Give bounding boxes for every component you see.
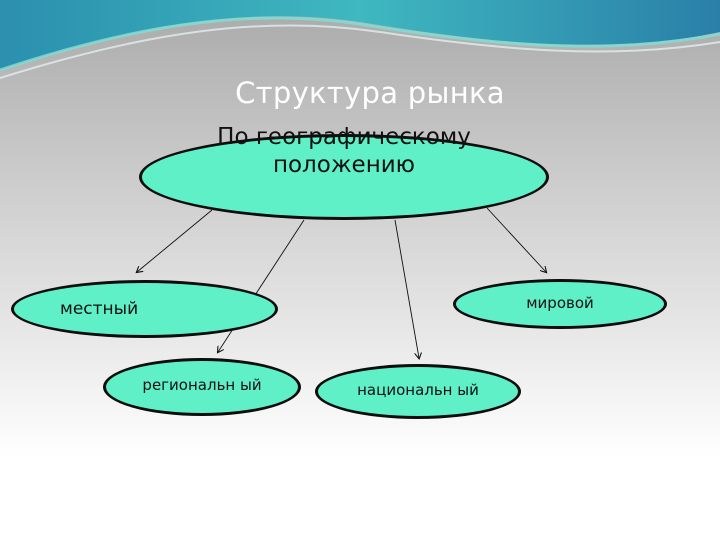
node-regional: региональн ый: [103, 358, 301, 416]
node-local: местный: [11, 280, 278, 338]
arrow-to-local: [137, 209, 213, 272]
node-national: национальн ый: [315, 364, 521, 419]
root-node-geographic-position: По географическому положению: [139, 124, 549, 220]
node-world-label: мировой: [526, 294, 594, 312]
slide-title: Структура рынка: [235, 76, 505, 110]
node-national-label: национальн ый: [357, 380, 479, 399]
node-world: мировой: [453, 279, 667, 329]
arrow-to-world: [486, 207, 546, 272]
node-regional-label: региональн ый: [142, 376, 262, 394]
root-node-label: По географическому положению: [217, 124, 471, 178]
arrow-to-national: [394, 219, 419, 358]
node-local-label: местный: [60, 299, 139, 319]
